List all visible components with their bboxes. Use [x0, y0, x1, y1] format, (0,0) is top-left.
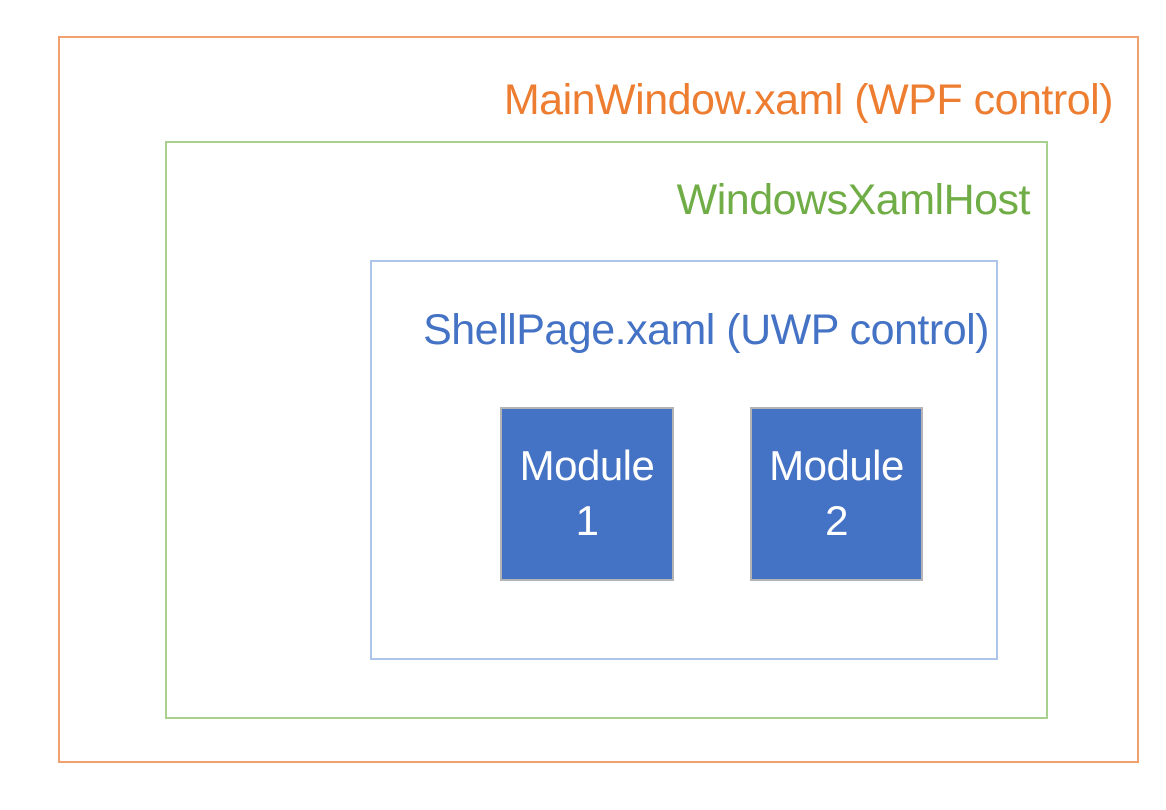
module-1-label: Module: [519, 442, 655, 490]
main-window-label: MainWindow.xaml (WPF control): [503, 76, 1114, 124]
main-window-box: [58, 36, 1139, 763]
module-2-number: 2: [825, 497, 848, 544]
shell-page-label: ShellPage.xaml (UWP control): [423, 306, 989, 354]
module-2-box: Module 2: [750, 407, 923, 581]
module-2-label: Module: [769, 442, 904, 490]
module-1-number: 1: [575, 497, 599, 544]
windows-xaml-host-box: [165, 141, 1048, 719]
shell-page-box: [370, 260, 998, 660]
windows-xaml-host-label: WindowsXamlHost: [676, 176, 1031, 224]
module-1-box: Module 1: [500, 407, 674, 581]
